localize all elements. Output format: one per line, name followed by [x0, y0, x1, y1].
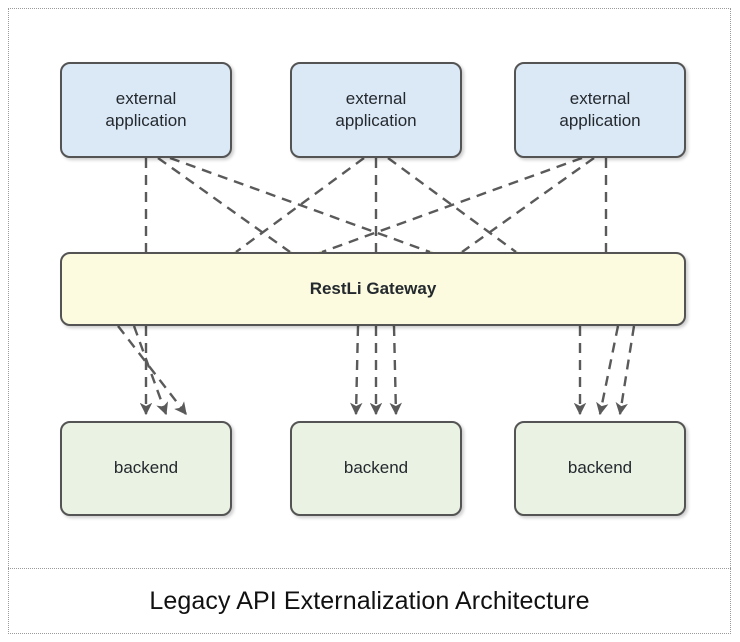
external-app-2-line2: application: [335, 111, 417, 130]
edge-app3-backend1-lower: [117, 325, 187, 415]
node-label: external application: [99, 88, 192, 133]
edge-app2-backend1-lower: [132, 325, 169, 416]
backend-3-label: backend: [567, 458, 633, 478]
node-backend-1[interactable]: backend: [60, 421, 232, 516]
figure-caption: Legacy API Externalization Architecture: [149, 587, 590, 615]
node-restli-gateway[interactable]: RestLi Gateway: [60, 252, 686, 326]
edge-app3-backend2-lower: [350, 325, 363, 416]
node-external-application-2[interactable]: external application: [290, 62, 462, 158]
node-backend-2[interactable]: backend: [290, 421, 462, 516]
node-label: external application: [553, 88, 646, 133]
edge-app3-backend2-upper: [461, 157, 595, 253]
edges-gateway-to-backends: [117, 325, 636, 416]
node-label: external application: [329, 88, 422, 133]
external-app-1-line1: external: [115, 88, 177, 108]
node-backend-3[interactable]: backend: [514, 421, 686, 516]
edge-app2-backend3-upper: [387, 157, 517, 253]
edge-app2-backend3-lower: [596, 325, 620, 416]
external-app-2-line1: external: [345, 88, 407, 108]
edges-apps-to-gateway: [144, 156, 608, 254]
edge-app1-backend3-lower: [615, 325, 636, 416]
edge-app1-backend2-lower: [389, 325, 402, 416]
gateway-label: RestLi Gateway: [309, 278, 437, 298]
edge-app2-backend1-upper: [235, 157, 365, 253]
node-external-application-3[interactable]: external application: [514, 62, 686, 158]
edge-app1-backend3-upper: [169, 156, 431, 254]
node-external-application-1[interactable]: external application: [60, 62, 232, 158]
caption-divider: [8, 568, 731, 569]
backend-1-label: backend: [113, 458, 179, 478]
backend-2-label: backend: [343, 458, 409, 478]
external-app-3-line1: external: [569, 88, 631, 108]
external-app-1-line2: application: [105, 111, 187, 130]
external-app-3-line2: application: [559, 111, 641, 130]
edge-app3-backend1-upper: [321, 156, 583, 254]
edge-app1-backend2-upper: [157, 157, 291, 253]
